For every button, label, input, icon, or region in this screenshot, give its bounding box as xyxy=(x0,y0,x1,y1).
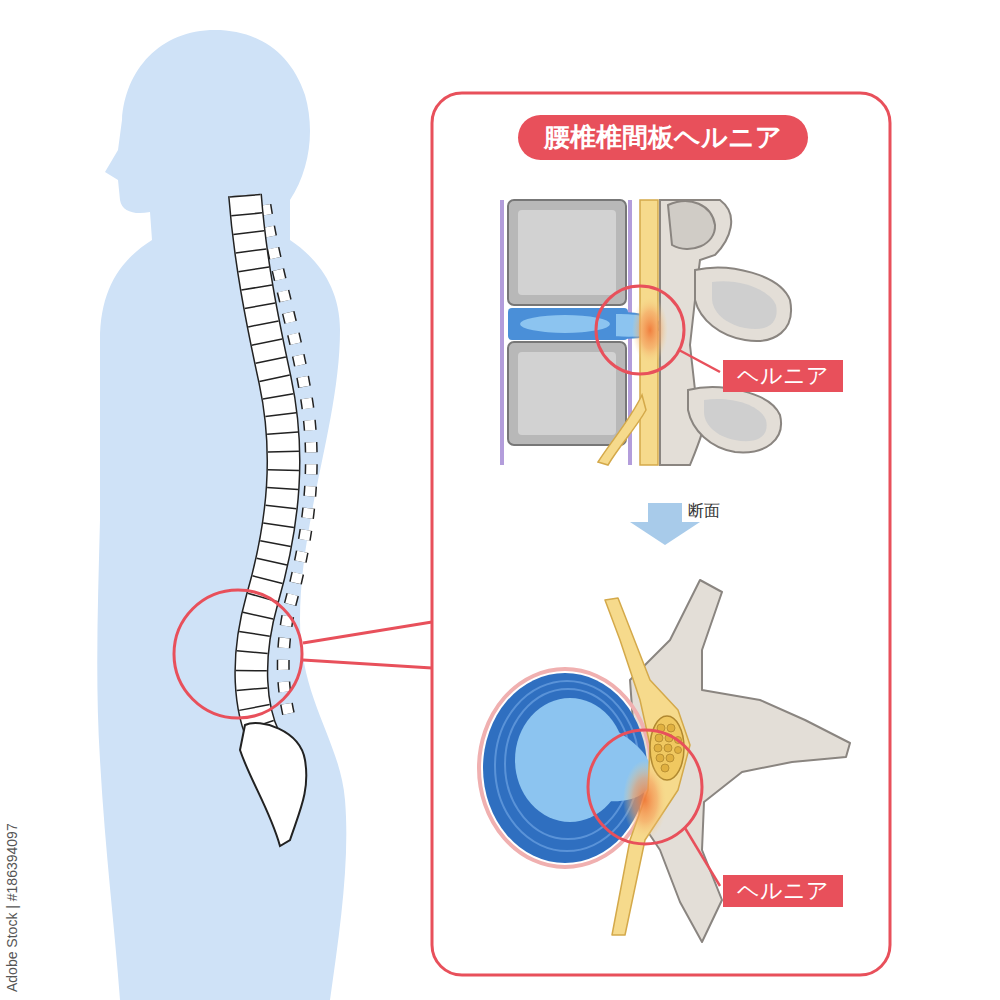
title-pill: 腰椎椎間板ヘルニア xyxy=(518,115,808,160)
highlight-circle xyxy=(174,590,302,718)
callout-box: ヘルニア xyxy=(723,360,843,392)
zoom-line xyxy=(303,660,432,668)
cross-section xyxy=(479,580,850,942)
detail-panel xyxy=(432,93,890,975)
callout-label: ヘルニア xyxy=(737,363,829,389)
spine xyxy=(240,195,311,846)
body-silhouette xyxy=(97,30,346,1000)
sagittal-view xyxy=(502,200,791,465)
watermark: Adobe Stock | #186394097 xyxy=(4,823,21,992)
zoom-line xyxy=(303,622,432,643)
callout-box: ヘルニア xyxy=(723,875,843,907)
section-label: 断面 xyxy=(688,501,720,520)
callout-label: ヘルニア xyxy=(737,878,829,904)
